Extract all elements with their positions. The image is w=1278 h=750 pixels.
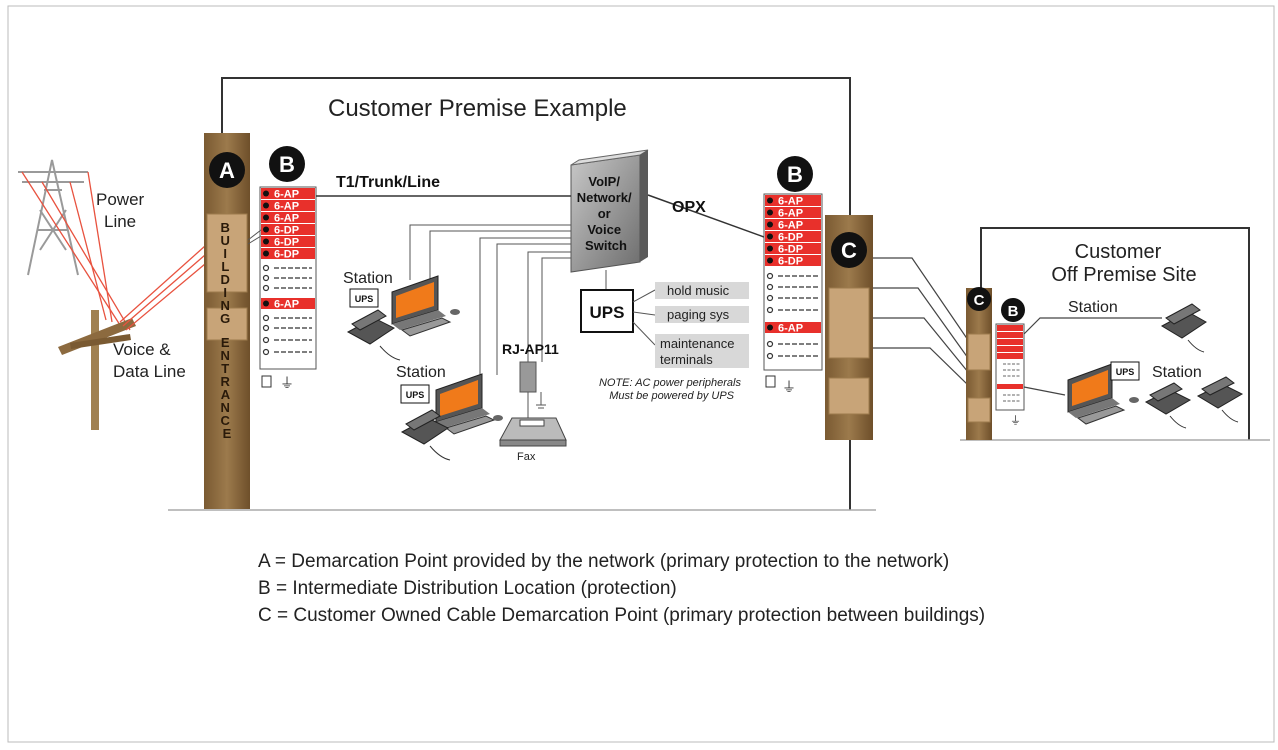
fax-label: Fax (517, 451, 536, 463)
legend: A = Demarcation Point provided by the ne… (258, 548, 985, 629)
t1-trunk-label: T1/Trunk/Line (336, 174, 440, 191)
svg-text:C: C (974, 292, 985, 309)
protection-panel-remote: ⏚ (995, 323, 1025, 427)
svg-text:B: B (1008, 303, 1019, 320)
svg-text:6-AP: 6-AP (778, 220, 803, 232)
remote-phone-2-icon (1144, 382, 1192, 429)
station-2-label: Station (396, 364, 446, 381)
remote-station-wires (1023, 317, 1162, 396)
badge-b-remote: B (1001, 298, 1025, 322)
svg-text:B: B (279, 152, 295, 177)
voice-data-label-2: Data Line (113, 362, 186, 381)
opx-wire (647, 194, 765, 238)
svg-text:6-DP: 6-DP (778, 256, 803, 268)
rj-ap11-jack-icon (519, 361, 546, 418)
protection-panel-left: 6-AP 6-AP 6-AP 6-DP 6-DP 6-DP 6-AP ⏚ (259, 186, 317, 391)
protection-panel-right: 6-AP 6-AP 6-AP 6-DP 6-DP 6-DP 6-AP ⏚ (763, 193, 823, 395)
svg-text:6-AP: 6-AP (778, 208, 803, 220)
svg-text:UPS: UPS (355, 294, 374, 304)
off-premise-title-2: Off Premise Site (1051, 264, 1196, 286)
diagram-title: Customer Premise Example (328, 95, 627, 122)
svg-text:6-DP: 6-DP (778, 232, 803, 244)
remote-phone-3-icon (1196, 376, 1244, 423)
svg-text:6-AP: 6-AP (778, 323, 803, 335)
badge-a: A (209, 152, 245, 188)
ups-box: UPS (580, 289, 634, 333)
peripheral-list: hold music paging sys maintenance termin… (655, 282, 749, 368)
legend-item-a: A = Demarcation Point provided by the ne… (258, 551, 950, 572)
legend-item-c: C = Customer Owned Cable Demarcation Poi… (258, 605, 986, 626)
rj-ap11-label: RJ-AP11 (502, 341, 559, 357)
power-tower-icon (18, 159, 88, 276)
station-1-ups-icon: UPS (349, 288, 379, 308)
remote-ups-icon: UPS (1110, 361, 1140, 381)
voice-switch-box: VoIP/ Network/ or Voice Switch (570, 149, 649, 273)
svg-text:6-AP: 6-AP (274, 213, 299, 225)
svg-text:6-AP: 6-AP (274, 201, 299, 213)
note-line-2: Must be powered by UPS (609, 390, 734, 402)
remote-phone-1-icon (1160, 303, 1207, 353)
panel-left-labels: 6-AP 6-AP 6-AP 6-DP 6-DP 6-DP 6-AP (261, 188, 315, 311)
remote-station-label-1: Station (1068, 299, 1118, 316)
ups-to-peripheral-wires (632, 289, 656, 346)
remote-computer-icon (1067, 363, 1139, 425)
inter-building-cables (873, 257, 969, 386)
remote-station-label-2: Station (1152, 364, 1202, 381)
svg-text:UPS: UPS (590, 303, 625, 322)
svg-text:A: A (219, 158, 235, 183)
voice-data-label-1: Voice & (113, 340, 171, 359)
voice-data-wires (119, 245, 206, 331)
building-entrance-text: B U I L D I N G E N T R A N C E (220, 220, 234, 441)
badge-c-main: C (831, 232, 867, 268)
legend-item-b: B = Intermediate Distribution Location (… (258, 578, 677, 599)
off-premise-title-1: Customer (1075, 241, 1162, 263)
svg-text:6-AP: 6-AP (274, 299, 299, 311)
cable-demarcation-post-remote (966, 288, 992, 440)
entrance-to-panel-wires (247, 229, 262, 245)
power-line-wires (21, 171, 131, 331)
power-line-label-1: Power (96, 190, 145, 209)
page-border (7, 5, 1275, 743)
ground-symbol-right: ⏚ (782, 379, 796, 395)
fax-icon (499, 417, 567, 447)
station-wires (409, 224, 607, 375)
station-1-label: Station (343, 270, 393, 287)
building-entrance-post: B U I L D I N G E N T R A N C E (204, 133, 250, 509)
svg-text:UPS: UPS (406, 390, 425, 400)
svg-text:UPS: UPS (1116, 367, 1135, 377)
station-1-computer-icon (391, 275, 460, 337)
off-premise-outline (980, 227, 1250, 440)
badge-b-right: B (777, 156, 813, 192)
ground-symbol-left: ⏚ (280, 375, 294, 391)
svg-text:B: B (787, 162, 803, 187)
svg-text:6-AP: 6-AP (778, 196, 803, 208)
station-2-computer-icon (435, 373, 503, 435)
utility-pole-icon (58, 310, 136, 430)
svg-text:6-DP: 6-DP (274, 225, 299, 237)
ground-symbol-remote: ⏚ (1010, 414, 1021, 427)
svg-text:6-DP: 6-DP (274, 249, 299, 261)
note-line-1: NOTE: AC power peripherals (599, 377, 742, 389)
svg-text:6-DP: 6-DP (778, 244, 803, 256)
station-1-phone-icon (346, 309, 401, 361)
badge-b-left: B (269, 146, 305, 182)
badge-c-remote: C (967, 287, 991, 311)
power-line-label-2: Line (104, 212, 136, 231)
switch-label: VoIP/ Network/ or Voice Switch (577, 174, 636, 253)
maintenance-label: maintenance (660, 336, 734, 351)
hold-music-label: hold music (667, 283, 730, 298)
station-2-ups-icon: UPS (400, 384, 430, 404)
terminals-label: terminals (660, 352, 713, 367)
paging-sys-label: paging sys (667, 307, 730, 322)
svg-text:6-DP: 6-DP (274, 237, 299, 249)
opx-label: OPX (672, 199, 706, 216)
station-2-phone-icon (400, 409, 451, 461)
svg-text:6-AP: 6-AP (274, 189, 299, 201)
svg-text:C: C (841, 238, 857, 263)
